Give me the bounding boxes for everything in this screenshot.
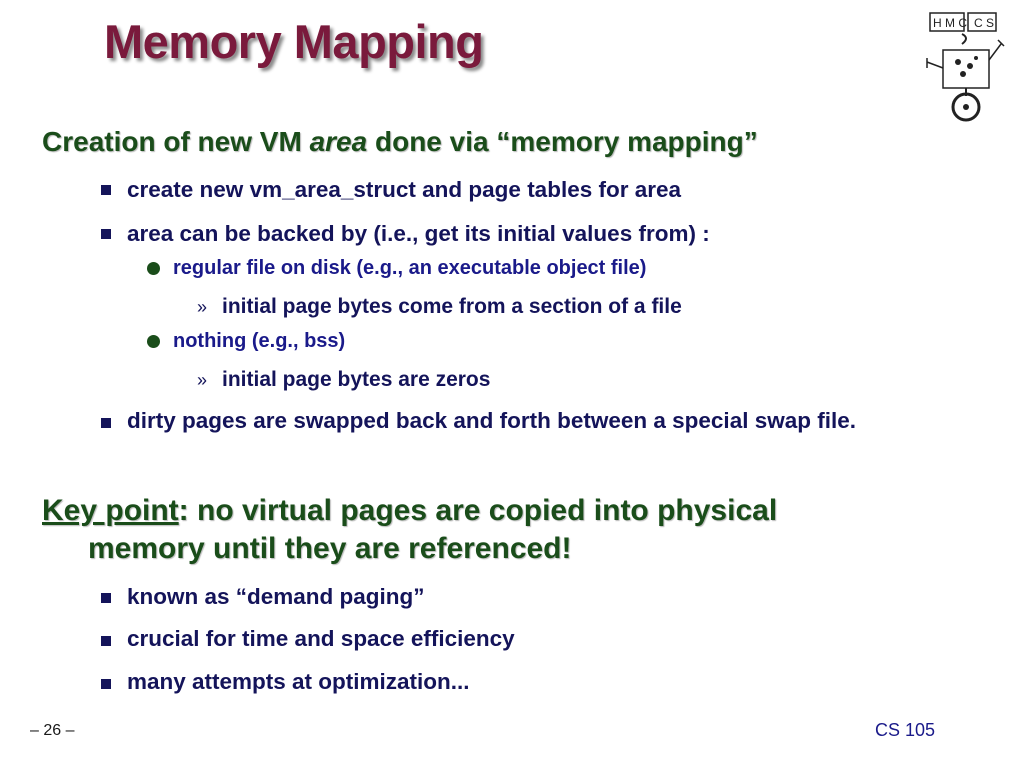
- raquo-bullet-icon: »: [197, 370, 208, 390]
- bullet-optimization: many attempts at optimization...: [127, 669, 470, 694]
- svg-text:C S: C S: [974, 16, 994, 30]
- page-number: – 26 –: [30, 722, 75, 739]
- bullet-dirty-pages: dirty pages are swapped back and forth b…: [127, 408, 856, 433]
- square-bullet-icon: [101, 679, 111, 689]
- heading-memory-mapping: Creation of new VM area done via “memory…: [42, 126, 758, 158]
- detail-section-of-file: initial page bytes come from a section o…: [222, 295, 682, 318]
- course-label: CS 105: [875, 720, 936, 740]
- square-bullet-icon: [101, 636, 111, 646]
- bullet-efficiency: crucial for time and space efficiency: [127, 626, 515, 651]
- round-bullet-icon: [147, 335, 160, 348]
- square-bullet-icon: [101, 229, 111, 239]
- key-point-label: Key point: [42, 494, 179, 527]
- square-bullet-icon: [101, 593, 111, 603]
- square-bullet-icon: [101, 185, 111, 195]
- heading-text-end: done via “memory mapping”: [367, 126, 758, 157]
- svg-text:H M C: H M C: [933, 16, 967, 30]
- bullet-demand-paging: known as “demand paging”: [127, 584, 425, 609]
- bullet-backed-by: area can be backed by (i.e., get its ini…: [127, 221, 710, 246]
- square-bullet-icon: [101, 418, 111, 428]
- key-point-statement: Key point: no virtual pages are copied i…: [42, 492, 777, 568]
- heading-text: Creation of new VM: [42, 126, 310, 157]
- slide-title: Memory Mapping: [104, 15, 484, 68]
- sub-bullet-nothing: nothing (e.g., bss): [173, 330, 346, 352]
- raquo-bullet-icon: »: [197, 297, 208, 317]
- key-point-line1: : no virtual pages are copied into physi…: [178, 494, 778, 527]
- round-bullet-icon: [147, 262, 160, 275]
- key-point-line2: memory until they are referenced!: [88, 532, 572, 565]
- bullet-vm-area-struct: create new vm_area_struct and page table…: [127, 177, 682, 202]
- detail-zeros: initial page bytes are zeros: [222, 368, 491, 391]
- hmc-cs-logo-icon: H M C C S: [926, 12, 1005, 122]
- heading-emphasis: area: [309, 126, 368, 157]
- sub-bullet-regular-file: regular file on disk (e.g., an executabl…: [173, 257, 647, 279]
